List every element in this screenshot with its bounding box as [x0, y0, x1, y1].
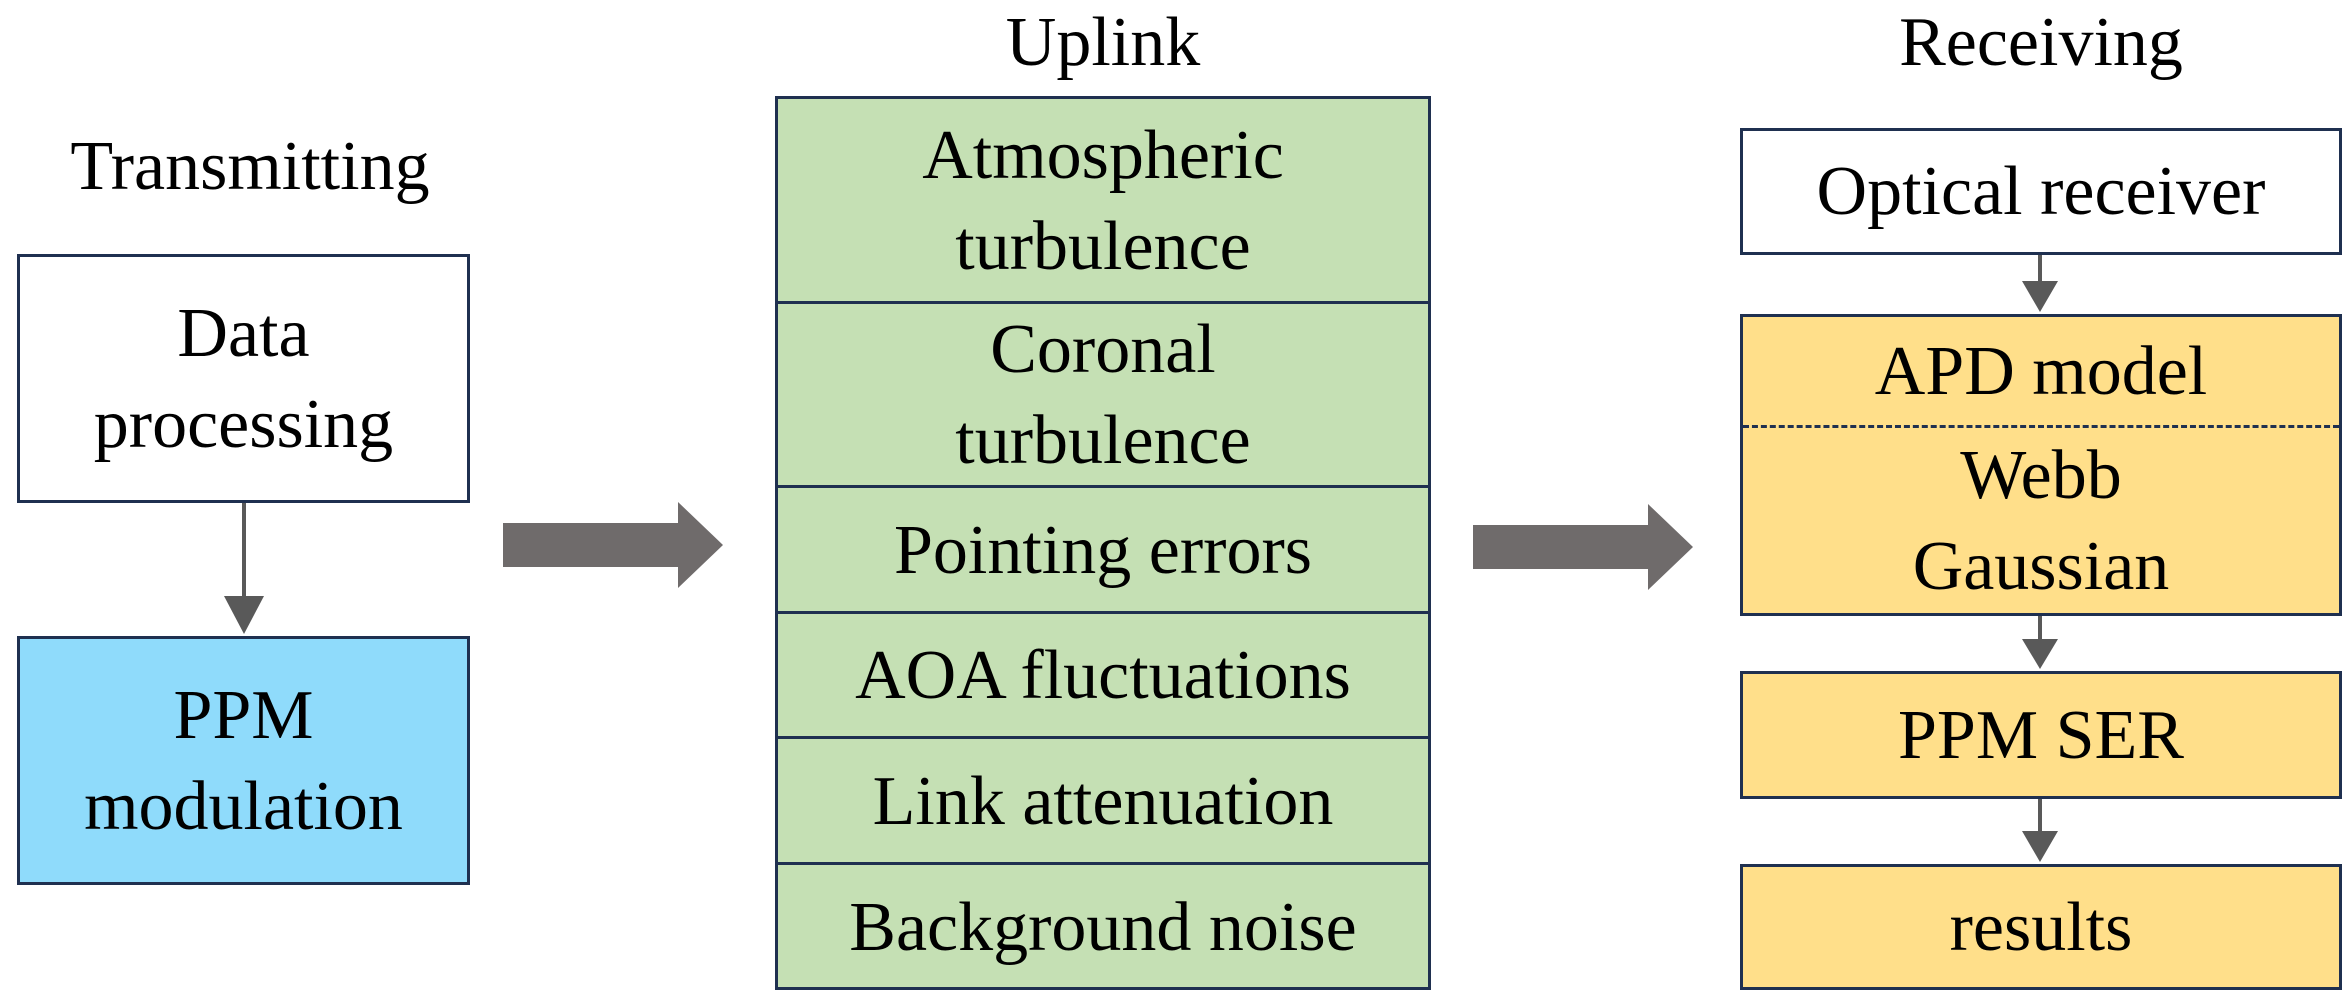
- ppm-modulation-box: PPM modulation: [17, 636, 470, 885]
- uplink-title: Uplink: [1005, 4, 1201, 81]
- atmospheric-line-2: turbulence: [955, 208, 1251, 285]
- pointing-errors-label: Pointing errors: [893, 512, 1313, 589]
- uplink-item-coronal-turbulence: Coronal turbulence: [778, 301, 1428, 486]
- transmitting-title: Transmitting: [70, 128, 430, 205]
- right-arrow-uplink-to-receive: [1473, 504, 1693, 590]
- uplink-item-link-attenuation: Link attenuation: [778, 736, 1428, 863]
- apd-model-header: APD model: [1743, 317, 2339, 425]
- coronal-line-2: turbulence: [955, 402, 1251, 479]
- atmospheric-line-1: Atmospheric: [922, 117, 1284, 194]
- apd-variant-webb: Webb: [1960, 436, 2122, 514]
- background-noise-label: Background noise: [849, 889, 1357, 966]
- ppm-modulation-line-1: PPM: [173, 676, 314, 754]
- optical-receiver-box: Optical receiver: [1740, 128, 2342, 255]
- uplink-stack: Atmospheric turbulence Coronal turbulenc…: [775, 96, 1431, 990]
- down-arrow-apd-to-ser: [2022, 616, 2058, 669]
- uplink-item-atmospheric-turbulence: Atmospheric turbulence: [778, 99, 1428, 303]
- aoa-fluctuations-label: AOA fluctuations: [855, 637, 1351, 714]
- down-arrow-receiver-to-apd: [2022, 255, 2058, 312]
- ppm-ser-box: PPM SER: [1740, 671, 2342, 799]
- results-box: results: [1740, 864, 2342, 990]
- uplink-item-background-noise: Background noise: [778, 862, 1428, 990]
- data-processing-box: Data processing: [17, 254, 470, 503]
- receiving-title: Receiving: [1899, 4, 2183, 81]
- uplink-item-pointing-errors: Pointing errors: [778, 485, 1428, 613]
- apd-model-label: APD model: [1874, 332, 2208, 410]
- apd-model-divider: [1743, 425, 2339, 428]
- data-processing-line-2: processing: [93, 385, 394, 463]
- apd-model-variants: Webb Gaussian: [1743, 428, 2339, 613]
- down-arrow-ser-to-results: [2022, 799, 2058, 862]
- apd-model-box: APD model Webb Gaussian: [1740, 314, 2342, 616]
- down-arrow-data-to-ppm: [224, 503, 264, 634]
- results-label: results: [1949, 888, 2133, 966]
- link-attenuation-label: Link attenuation: [872, 762, 1334, 840]
- apd-variant-gaussian: Gaussian: [1912, 527, 2170, 605]
- uplink-item-aoa-fluctuations: AOA fluctuations: [778, 611, 1428, 737]
- ppm-modulation-line-2: modulation: [84, 767, 403, 845]
- coronal-line-1: Coronal: [990, 311, 1216, 388]
- optical-receiver-label: Optical receiver: [1816, 153, 2266, 230]
- ppm-ser-label: PPM SER: [1898, 696, 2184, 774]
- right-arrow-transmit-to-uplink: [503, 502, 723, 588]
- data-processing-line-1: Data: [177, 294, 310, 372]
